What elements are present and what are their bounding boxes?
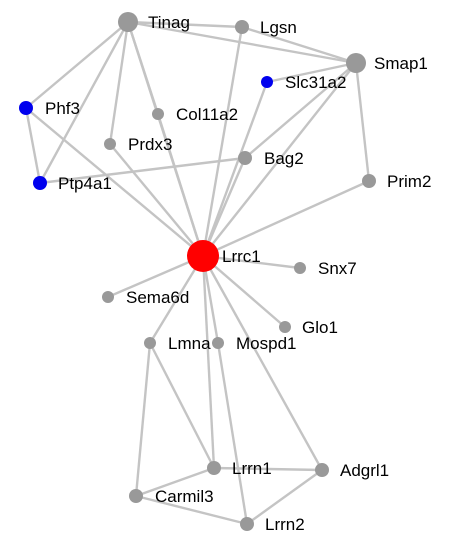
edge-lrrc1-snx7 bbox=[202, 254, 301, 270]
label-mospd1: Mospd1 bbox=[236, 334, 296, 353]
edge-lrrn1-adgrl1 bbox=[213, 466, 323, 472]
label-lgsn: Lgsn bbox=[260, 18, 297, 37]
edge-prdx3-lrrc1 bbox=[109, 143, 204, 257]
node-bag2[interactable] bbox=[238, 151, 252, 165]
edge-lmna-lrrn1 bbox=[148, 342, 216, 469]
label-col11a2: Col11a2 bbox=[176, 105, 238, 124]
node-tinag[interactable] bbox=[118, 12, 138, 32]
label-prdx3: Prdx3 bbox=[128, 135, 172, 154]
edge-smap1-prim2 bbox=[354, 62, 371, 182]
edge-bag2-lrrc1 bbox=[201, 157, 247, 257]
node-adgrl1[interactable] bbox=[315, 463, 329, 477]
node-prdx3[interactable] bbox=[104, 138, 116, 150]
label-smap1: Smap1 bbox=[374, 54, 428, 73]
edge-col11a2-lrrc1 bbox=[156, 113, 205, 257]
edge-lrrn1-carmil3 bbox=[135, 466, 215, 498]
edge-lrrc1-lrrn1 bbox=[201, 255, 216, 469]
node-lrrc1[interactable] bbox=[187, 240, 219, 272]
node-mospd1[interactable] bbox=[212, 337, 224, 349]
node-carmil3[interactable] bbox=[129, 489, 143, 503]
edge-smap1-bag2 bbox=[244, 62, 357, 159]
node-lrrn2[interactable] bbox=[240, 517, 254, 531]
edge-lrrc1-sema6d bbox=[107, 254, 204, 299]
edge-lgsn-lrrc1 bbox=[201, 26, 244, 257]
label-lmna: Lmna bbox=[168, 334, 211, 353]
label-slc31a2: Slc31a2 bbox=[285, 73, 346, 92]
label-tinag: Tinag bbox=[148, 13, 190, 32]
edge-phf3-lrrc1 bbox=[25, 107, 204, 257]
edge-lmna-carmil3 bbox=[134, 342, 152, 497]
label-prim2: Prim2 bbox=[387, 172, 431, 191]
edge-lrrn2-adgrl1 bbox=[246, 469, 323, 525]
edge-tinag-smap1 bbox=[127, 20, 357, 65]
edge-prim2-lrrc1 bbox=[202, 179, 370, 258]
node-snx7[interactable] bbox=[294, 262, 306, 274]
edge-lgsn-smap1 bbox=[241, 25, 357, 65]
node-phf3[interactable] bbox=[19, 101, 33, 115]
edge-tinag-prdx3 bbox=[108, 21, 130, 145]
label-lrrn1: Lrrn1 bbox=[232, 459, 272, 478]
edge-ptp4a1-bag2 bbox=[39, 156, 246, 185]
edge-tinag-ptp4a1 bbox=[38, 21, 130, 184]
node-layer bbox=[19, 12, 376, 531]
edge-tinag-lgsn bbox=[127, 20, 243, 29]
edge-smap1-lrrc1 bbox=[202, 62, 357, 257]
label-lrrc1: Lrrc1 bbox=[222, 247, 261, 266]
edge-carmil3-lrrn2 bbox=[135, 494, 248, 526]
label-bag2: Bag2 bbox=[264, 149, 304, 168]
edge-mospd1-lrrn2 bbox=[216, 342, 249, 525]
node-lgsn[interactable] bbox=[235, 20, 249, 34]
edge-tinag-phf3 bbox=[25, 21, 129, 109]
edge-lrrc1-adgrl1 bbox=[201, 255, 324, 471]
node-col11a2[interactable] bbox=[152, 108, 164, 120]
node-ptp4a1[interactable] bbox=[33, 176, 47, 190]
node-slc31a2[interactable] bbox=[261, 76, 273, 88]
edge-lrrc1-lmna bbox=[148, 255, 205, 344]
node-sema6d[interactable] bbox=[102, 291, 114, 303]
edge-slc31a2-lrrc1 bbox=[201, 81, 269, 257]
node-glo1[interactable] bbox=[279, 321, 291, 333]
node-smap1[interactable] bbox=[346, 53, 366, 73]
edge-smap1-slc31a2 bbox=[266, 61, 357, 84]
node-lrrn1[interactable] bbox=[207, 461, 221, 475]
label-adgrl1: Adgrl1 bbox=[340, 461, 389, 480]
label-snx7: Snx7 bbox=[318, 259, 357, 278]
node-lmna[interactable] bbox=[144, 337, 156, 349]
label-ptp4a1: Ptp4a1 bbox=[58, 174, 112, 193]
label-phf3: Phf3 bbox=[45, 99, 80, 118]
label-carmil3: Carmil3 bbox=[155, 487, 214, 506]
edge-layer bbox=[24, 20, 371, 526]
label-sema6d: Sema6d bbox=[126, 288, 189, 307]
label-lrrn2: Lrrn2 bbox=[265, 515, 305, 534]
edge-lrrc1-glo1 bbox=[202, 255, 286, 328]
label-glo1: Glo1 bbox=[302, 318, 338, 337]
node-prim2[interactable] bbox=[362, 174, 376, 188]
edge-phf3-ptp4a1 bbox=[24, 107, 42, 184]
